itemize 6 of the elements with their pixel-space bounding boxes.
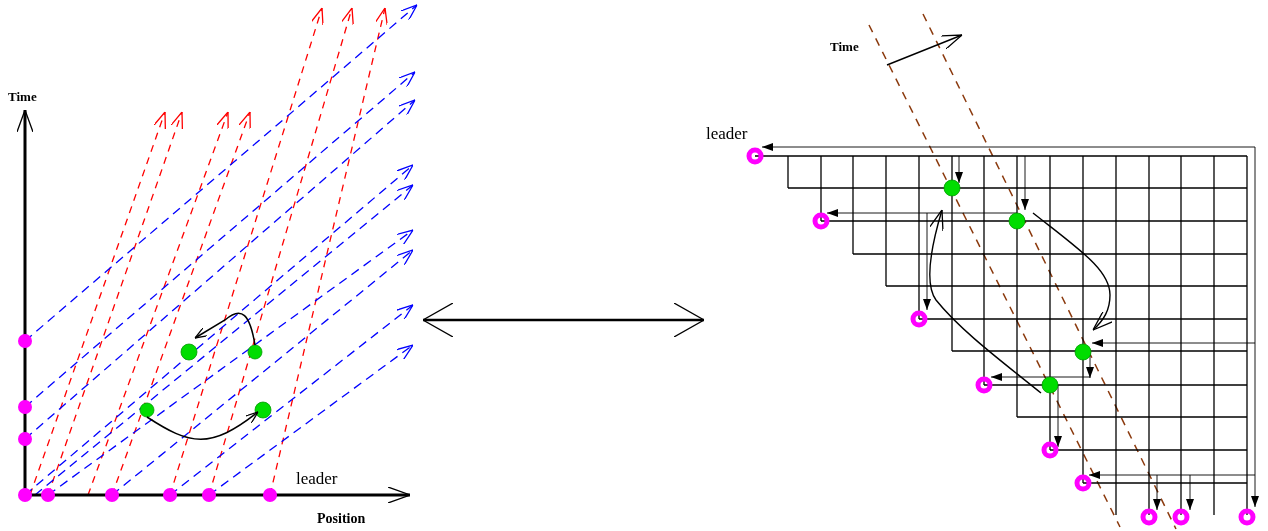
axis-label: Position: [317, 512, 366, 526]
axis-label: Time: [8, 90, 37, 103]
double-arrow: [422, 302, 705, 338]
leader-label: leader: [706, 125, 748, 142]
leader-label: leader: [296, 470, 338, 487]
axis-label: Time: [830, 40, 859, 53]
